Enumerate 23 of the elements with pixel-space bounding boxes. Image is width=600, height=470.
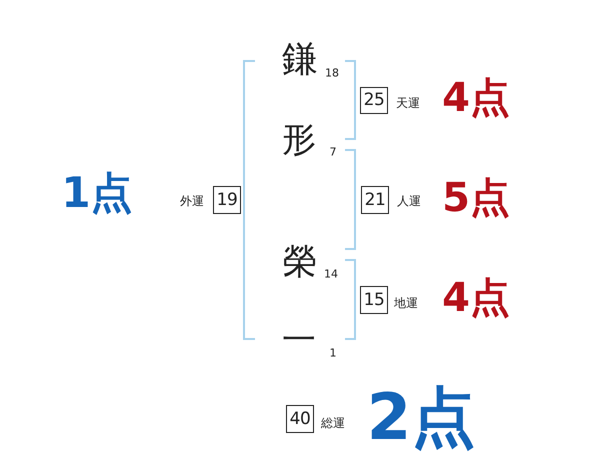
fortune-category-label: 外運 [180,195,204,207]
fortune-category-label: 地運 [394,297,418,309]
score-text: 4点 [442,78,510,118]
stroke-count: 1 [330,348,336,358]
score-text: 5点 [442,178,510,218]
number-box: 40 [286,405,314,433]
fortune-category-label: 天運 [396,97,420,109]
score-text: 4点 [442,278,510,318]
score-text: 1点 [61,172,133,214]
stroke-count: 14 [324,268,338,280]
fortune-category-label: 人運 [397,195,421,207]
number-box: 15 [360,286,388,314]
score-text: 2点 [366,386,476,450]
number-box: 19 [213,186,241,214]
number-box: 21 [361,186,389,214]
stroke-count: 18 [325,68,339,78]
fortune-category-label: 総運 [321,417,345,429]
number-box: 25 [360,87,388,114]
stroke-count: 7 [330,146,336,158]
name-character: 形 [282,123,316,157]
name-character: 一 [282,323,316,357]
name-character: 榮 [283,245,317,279]
name-character: 鎌 [282,42,318,78]
